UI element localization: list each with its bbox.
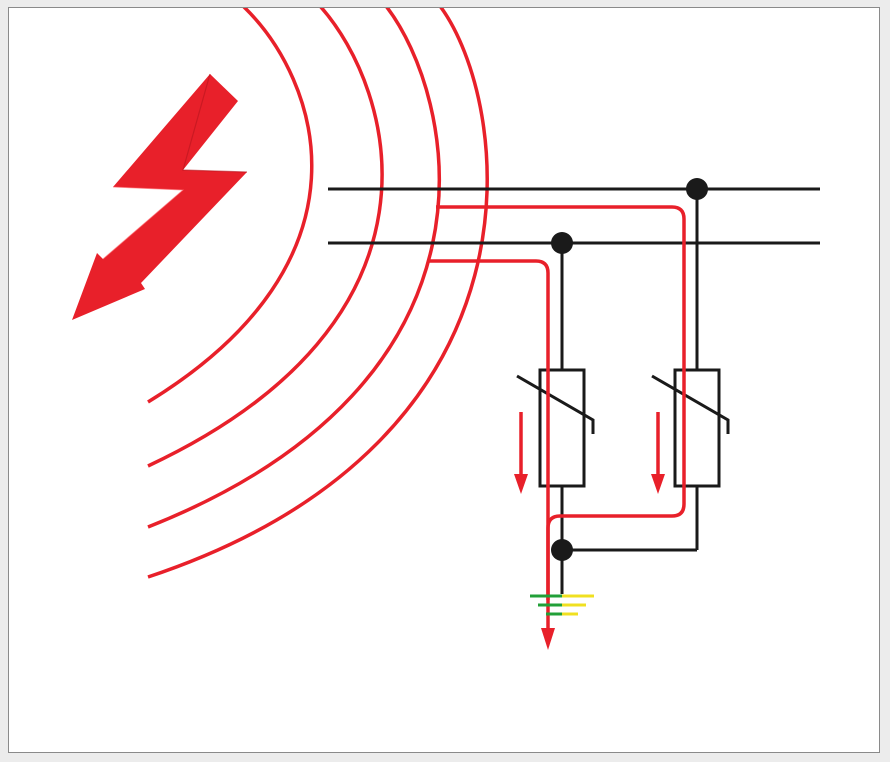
varistor-symbol-right [651,368,730,488]
junctions [551,178,708,561]
field-arc-3 [147,8,441,529]
junction-lower [551,232,573,254]
diagram-panel [8,7,880,753]
varistor-symbol-left [516,368,595,488]
arrow-down-icon [514,474,528,494]
field-arcs [147,8,489,579]
current-path-lower [429,259,550,600]
field-arc-1 [147,8,314,404]
junction-upper [686,178,708,200]
field-arc-4 [147,8,489,579]
earth-ground-symbol [530,594,594,616]
conductors [328,187,820,594]
field-arc-2 [147,8,384,468]
lightning-bolt-icon [72,73,248,320]
current-arrows [514,412,665,650]
current-path-upper [436,205,686,632]
arrow-down-icon [541,628,555,650]
current-paths [429,205,686,632]
arrow-down-icon [651,474,665,494]
junction-earth [551,539,573,561]
